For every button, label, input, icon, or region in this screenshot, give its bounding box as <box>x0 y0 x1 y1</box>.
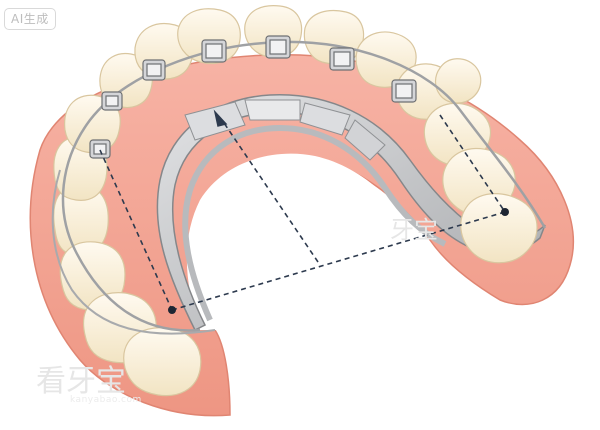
appliance-pad-2 <box>244 99 301 121</box>
orthodontic-bracket-icon <box>329 47 355 71</box>
appliance-pad-4 <box>344 119 386 161</box>
anchor-dot-left <box>168 306 176 314</box>
orthodontic-bracket-icon <box>391 79 417 103</box>
appliance-pad-3 <box>299 102 351 136</box>
anchor-dot-right <box>501 208 509 216</box>
orthodontic-bracket-icon <box>142 59 166 81</box>
teeth-right <box>423 58 538 264</box>
arrow-up-icon <box>213 109 228 127</box>
brackets <box>89 35 417 159</box>
orthodontic-bracket-icon <box>89 139 111 159</box>
archwire-outer <box>51 169 216 335</box>
appliance-pad <box>184 101 246 141</box>
orthodontic-bracket-icon <box>101 91 123 111</box>
ai-generated-badge: AI生成 <box>4 8 56 30</box>
guide-lines <box>99 114 506 311</box>
orthodontic-bracket-icon <box>265 35 291 59</box>
appliance-rail <box>182 124 447 322</box>
palate-opening <box>186 153 470 330</box>
archwire <box>61 40 547 332</box>
orthodontic-bracket-icon <box>201 39 227 63</box>
